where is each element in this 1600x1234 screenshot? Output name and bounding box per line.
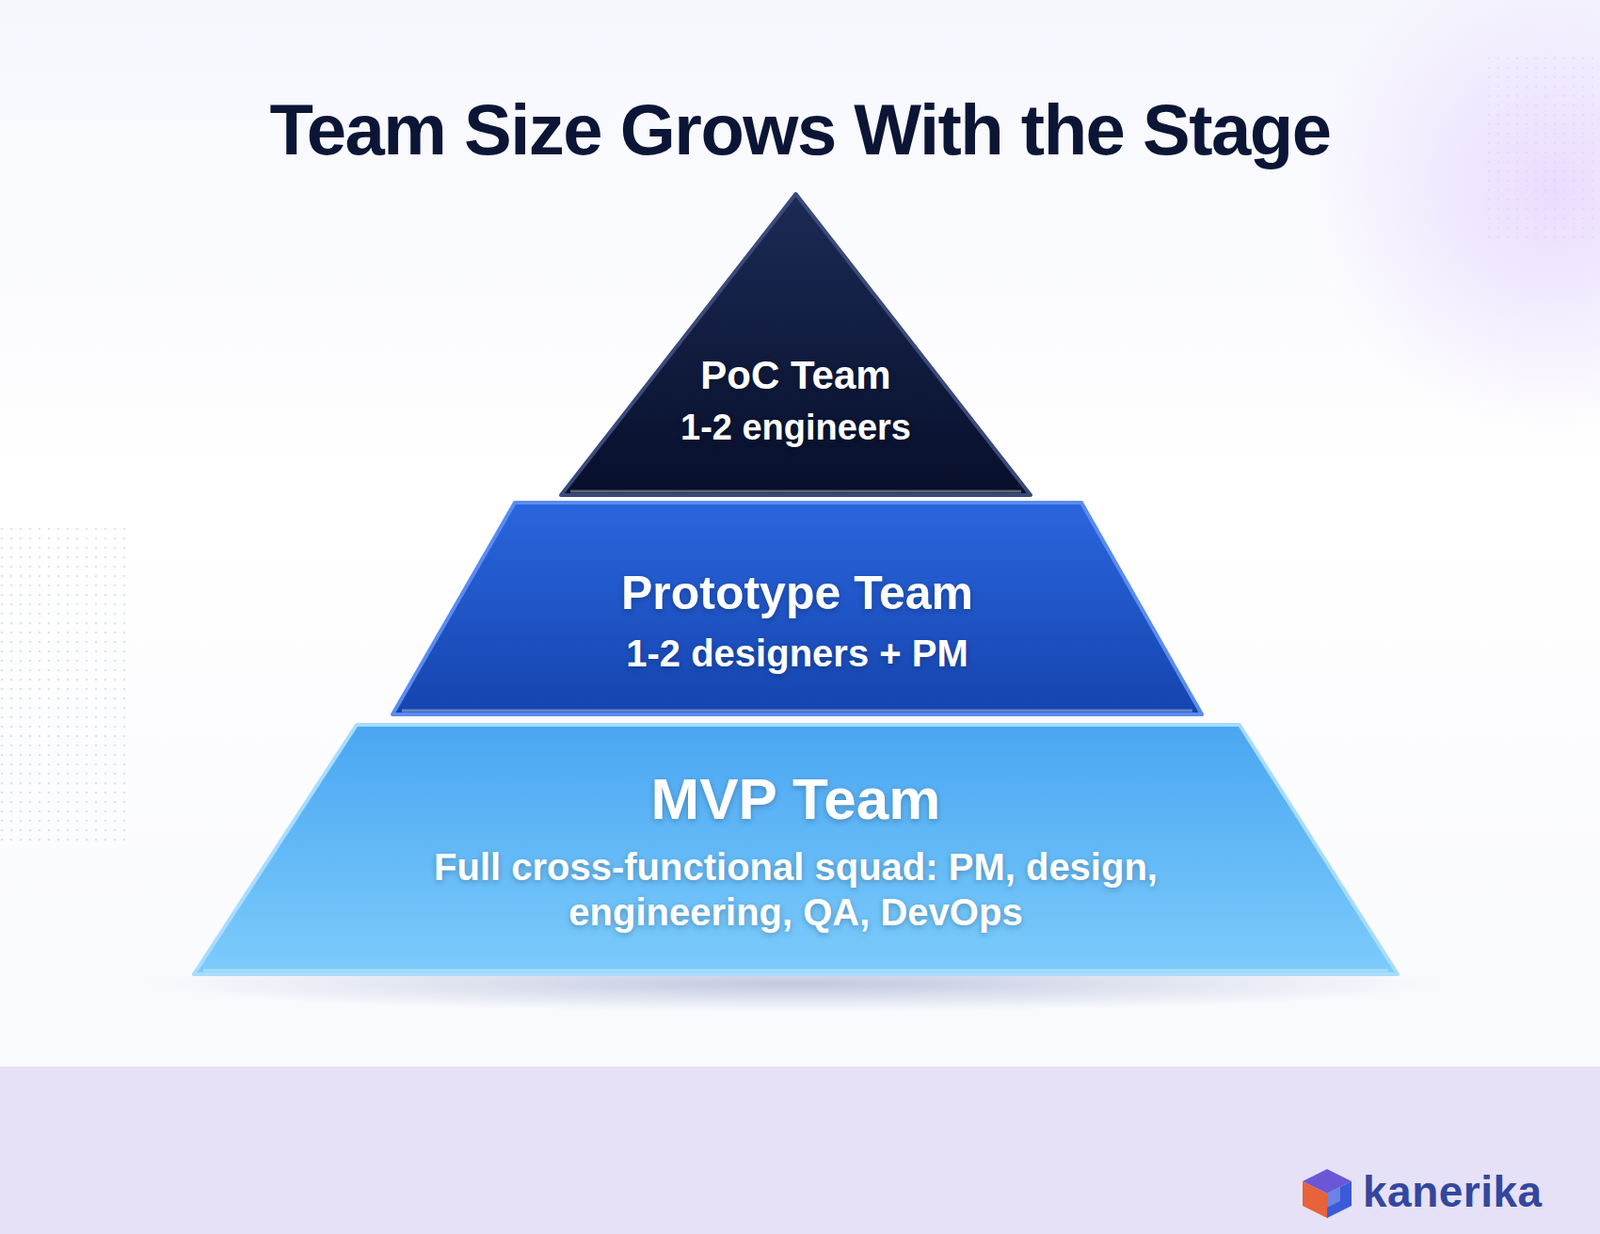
tier-body: 1-2 engineers (680, 406, 912, 450)
footer-band (0, 1066, 1600, 1234)
tier-fill (560, 193, 1031, 496)
pyramid-tier: MVP TeamFull cross-functional squad: PM,… (193, 724, 1398, 975)
dot-pattern (1487, 56, 1600, 245)
diagram-title: Team Size Grows With the Stage (0, 84, 1600, 176)
tier-text: MVP TeamFull cross-functional squad: PM,… (193, 762, 1398, 937)
tier-text: Prototype Team 1-2 designers + PM (392, 554, 1202, 687)
pyramid-tier: PoC Team 1-2 engineers (560, 193, 1031, 496)
tier-fill (392, 502, 1202, 715)
gloss-line (570, 490, 1022, 494)
logo-wordmark: kanerika (1362, 1165, 1543, 1218)
tier-heading: MVP Team (651, 764, 942, 834)
tier-heading: PoC Team (700, 352, 891, 400)
tier-shape (560, 193, 1031, 496)
pyramid-tier: Prototype Team 1-2 designers + PM (392, 502, 1202, 715)
tier-text: PoC Team 1-2 engineers (560, 335, 1031, 467)
tier-body: 1-2 designers + PM (625, 630, 968, 676)
tier-body: Full cross-functional squad: PM, design,… (391, 844, 1201, 935)
logo-icon (1298, 1167, 1356, 1220)
gloss-line (401, 709, 1193, 713)
tier-heading: Prototype Team (621, 564, 974, 622)
dot-pattern (0, 527, 132, 848)
tier-fill (193, 724, 1398, 975)
gloss-line (203, 969, 1389, 973)
